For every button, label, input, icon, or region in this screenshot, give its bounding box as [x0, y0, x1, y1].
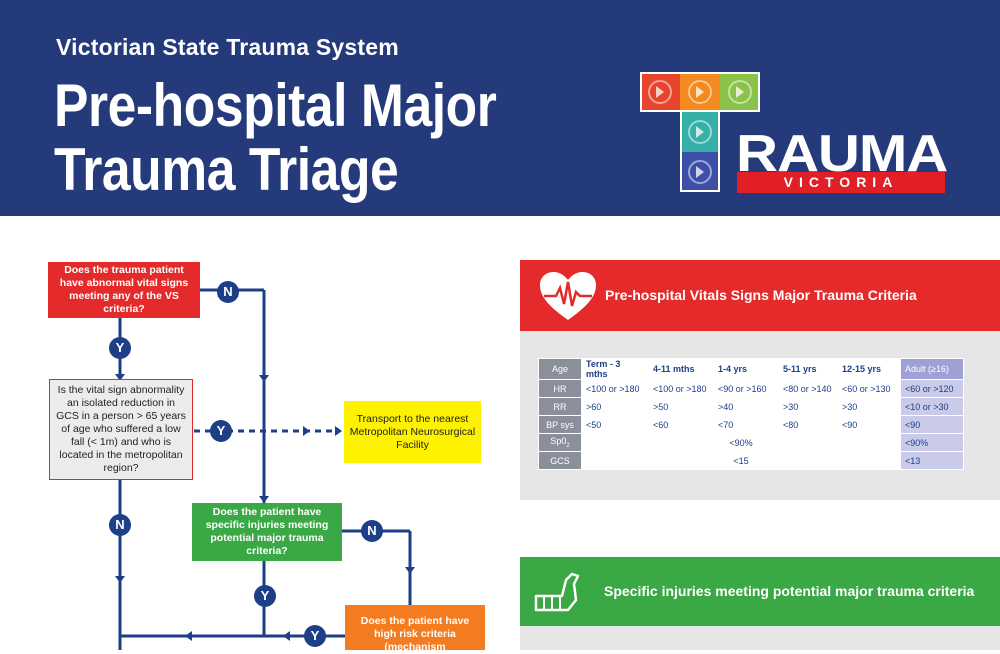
table-cell: <90 or >160	[713, 379, 779, 398]
table-cell: <60 or >130	[837, 379, 901, 398]
table-cell: <80 or >140	[778, 379, 838, 398]
table-row: Sp02 <90% <90%	[538, 433, 964, 452]
table-header-cell: Term - 3 mths	[581, 358, 649, 380]
logo-tile-icon	[680, 152, 720, 192]
row-label: Sp02	[538, 433, 582, 452]
table-cell: >60	[581, 397, 649, 416]
yes-branch-marker: Y	[210, 420, 232, 442]
table-header-cell: 12-15 yrs	[837, 358, 901, 380]
q1-vital-signs-box: Does the trauma patient have abnormal vi…	[48, 262, 200, 318]
table-row: BP sys <50 <60 <70 <80 <90 <90	[538, 415, 964, 434]
table-cell: <13	[900, 451, 964, 470]
table-cell: <90	[837, 415, 901, 434]
table-cell: <100 or >180	[581, 379, 649, 398]
table-cell: <60 or >120	[900, 379, 964, 398]
injuries-panel-title: Specific injuries meeting potential majo…	[604, 583, 975, 599]
row-label: GCS	[538, 451, 582, 470]
table-cell: >30	[837, 397, 901, 416]
logo-tile-icon	[640, 72, 680, 112]
row-label: HR	[538, 379, 582, 398]
table-row: Age Term - 3 mths 4-11 mths 1-4 yrs 5-11…	[538, 358, 964, 380]
vitals-panel-header	[520, 260, 1000, 331]
table-header-cell: 5-11 yrs	[778, 358, 838, 380]
yes-branch-marker: Y	[254, 585, 276, 607]
table-cell: <80	[778, 415, 838, 434]
injuries-panel	[520, 626, 1000, 650]
injuries-panel-header	[520, 557, 1000, 626]
q3-specific-injuries-box: Does the patient have specific injuries …	[192, 503, 342, 561]
table-cell: <50	[581, 415, 649, 434]
row-label: BP sys	[538, 415, 582, 434]
table-cell: <70	[713, 415, 779, 434]
yes-branch-marker: Y	[109, 337, 131, 359]
header-subtitle: Victorian State Trauma System	[56, 34, 399, 60]
table-header-cell: 1-4 yrs	[713, 358, 779, 380]
logo-subword: VICTORIA	[737, 172, 945, 193]
logo-tile-icon	[680, 72, 720, 112]
q2-gcs-reduction-box: Is the vital sign abnormality an isolate…	[49, 379, 193, 480]
table-header-cell: 4-11 mths	[648, 358, 714, 380]
table-cell: <100 or >180	[648, 379, 714, 398]
table-cell: <90%	[581, 433, 901, 452]
row-label: RR	[538, 397, 582, 416]
transport-neurosurgical-box: Transport to the nearest Metropolitan Ne…	[344, 401, 481, 463]
vitals-table: Age Term - 3 mths 4-11 mths 1-4 yrs 5-11…	[538, 358, 964, 470]
header-banner: Victorian State Trauma System Pre-hospit…	[0, 0, 1000, 216]
table-cell: <60	[648, 415, 714, 434]
no-branch-marker: N	[361, 520, 383, 542]
q4-high-risk-box: Does the patient have high risk criteria…	[345, 605, 485, 653]
logo-word: RAUMA	[736, 125, 948, 183]
table-header-cell: Adult (≥16)	[900, 358, 964, 380]
page-title: Pre-hospital Major Trauma Triage	[54, 72, 497, 203]
no-branch-marker: N	[109, 514, 131, 536]
logo-tile-icon	[680, 112, 720, 152]
table-cell: >50	[648, 397, 714, 416]
table-cell: >30	[778, 397, 838, 416]
table-cell: <15	[581, 451, 901, 470]
no-branch-marker: N	[217, 281, 239, 303]
heart-pulse-icon	[540, 272, 596, 320]
logo-tile-icon	[720, 72, 760, 112]
table-cell: <10 or >30	[900, 397, 964, 416]
splint-arm-icon	[534, 572, 580, 612]
vitals-panel-title: Pre-hospital Vitals Signs Major Trauma C…	[605, 287, 917, 303]
subscript-2: 2	[566, 442, 570, 449]
table-cell: >40	[713, 397, 779, 416]
table-header-cell: Age	[538, 358, 582, 380]
yes-branch-marker: Y	[304, 625, 326, 647]
table-cell: <90%	[900, 433, 964, 452]
table-row: GCS <15 <13	[538, 451, 964, 470]
table-row: RR >60 >50 >40 >30 >30 <10 or >30	[538, 397, 964, 416]
table-row: HR <100 or >180 <100 or >180 <90 or >160…	[538, 379, 964, 398]
table-cell: <90	[900, 415, 964, 434]
